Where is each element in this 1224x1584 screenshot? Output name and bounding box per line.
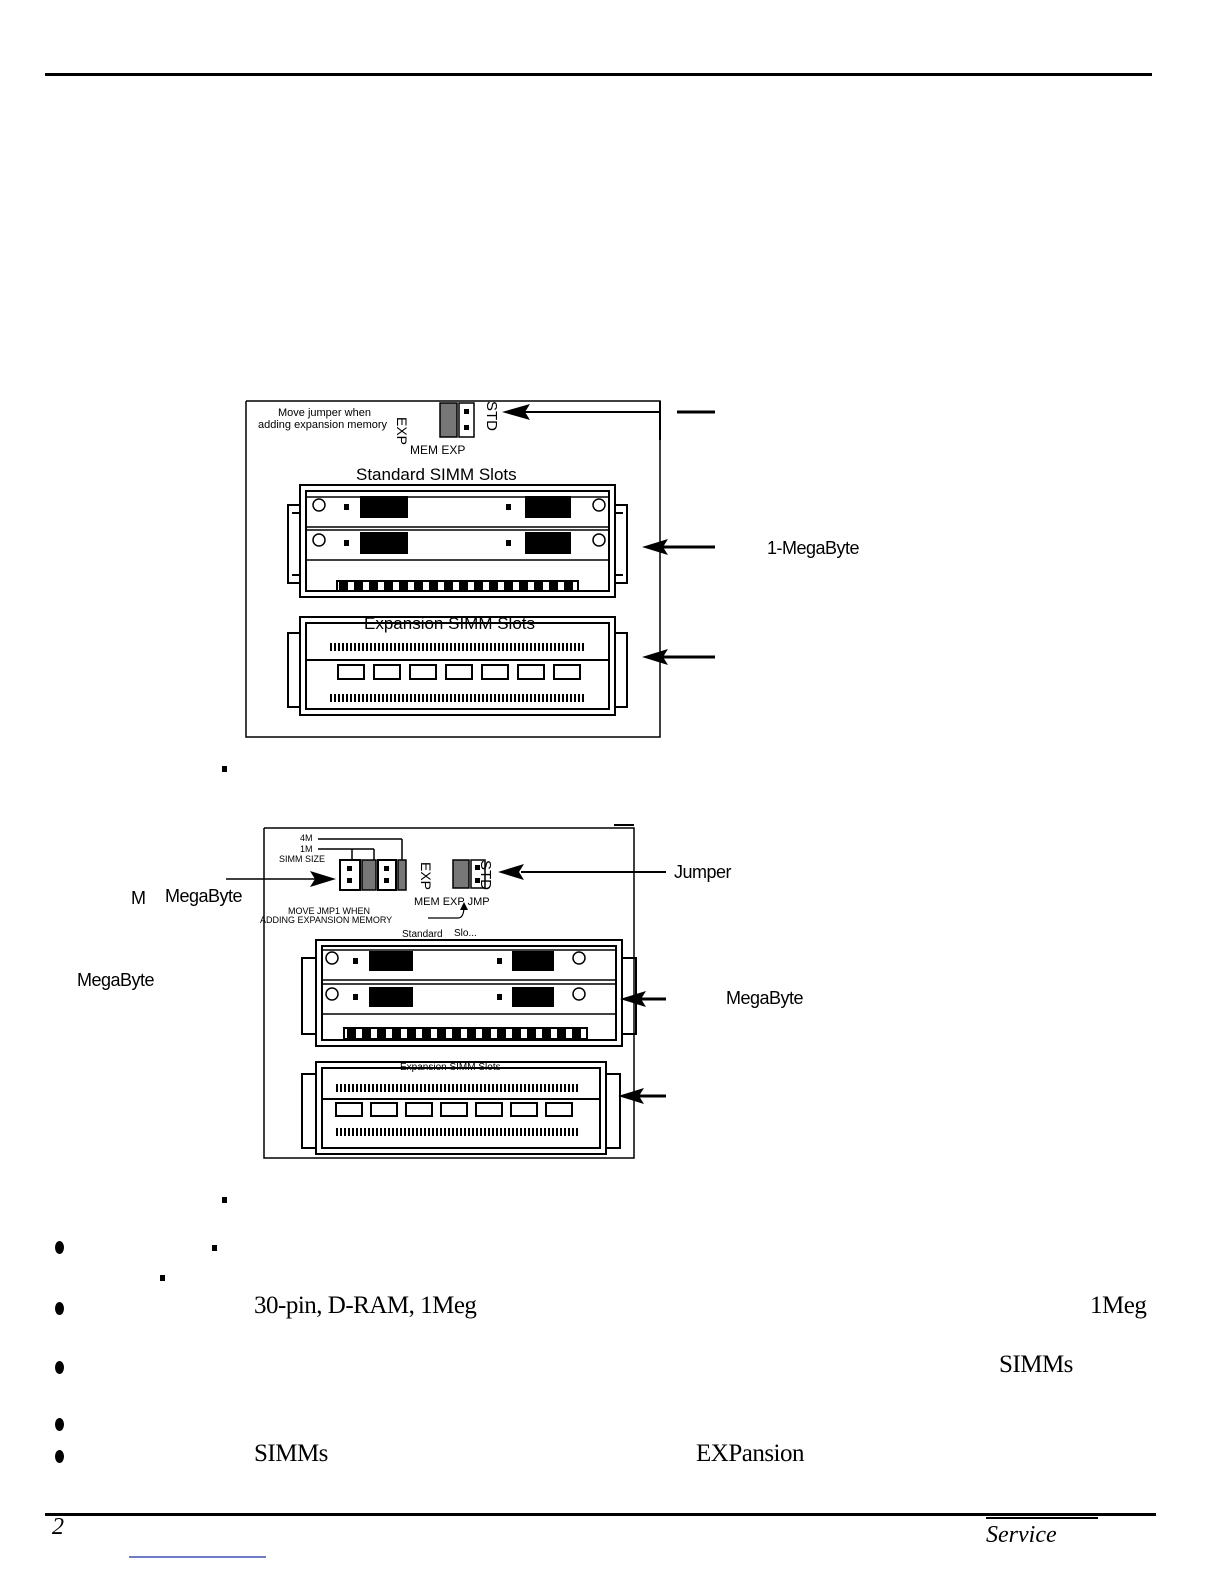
bullet-5-text: SIMMs — [254, 1440, 328, 1467]
footer-service: Service — [986, 1522, 1057, 1548]
jumper-note-line1: Move jumper when — [278, 407, 371, 419]
jumper-std-label-2: STD — [477, 860, 494, 890]
bullet-1-mark — [212, 1245, 217, 1251]
jumper-exp-label: EXP — [394, 417, 410, 446]
bullet-3 — [55, 1361, 64, 1374]
slots-label-2: Slo... — [454, 928, 477, 939]
bullet-1-mark-2 — [160, 1275, 165, 1281]
bullet-5-text-right: EXPansion — [696, 1440, 805, 1467]
jumper-exp-label-2: EXP — [418, 862, 434, 891]
bullet-5 — [55, 1450, 64, 1463]
footer-link-underline — [129, 1556, 266, 1558]
board-diagram-2 — [226, 824, 666, 1159]
bullet-2 — [55, 1302, 64, 1315]
service-overline — [986, 1517, 1098, 1519]
bullet-3-text: SIMMs — [999, 1351, 1073, 1378]
bullet-2-text-right: 1Meg — [1090, 1292, 1147, 1319]
move-jmp1-note-line1: MOVE JMP1 WHEN — [288, 906, 371, 916]
bullet-4 — [55, 1418, 64, 1431]
callout-m: M — [131, 888, 146, 908]
figure1-caption-mark — [222, 766, 227, 772]
callout-jumper: Jumper — [674, 862, 732, 882]
header-rule — [45, 73, 1152, 76]
callout-1-megabyte: 1-MegaByte — [767, 538, 860, 558]
size-4m-label: 4M — [300, 833, 313, 843]
jumper-note-line2: adding expansion memory — [258, 419, 388, 431]
callout-megabyte-left-2: MegaByte — [77, 970, 155, 990]
callout-megabyte-left: MegaByte — [165, 886, 243, 906]
mem-exp-jmp-label: MEM EXP JMP — [414, 896, 490, 908]
bullet-1 — [55, 1241, 64, 1254]
figure-standard-board: Move jumper when adding expansion memory… — [240, 395, 730, 740]
figure-expanded-board: 4M 1M SIMM SIZE EXP STD MOVE JMP1 WHEN A… — [226, 822, 746, 1162]
expansion-slots-label: Expansion SIMM Slots — [364, 614, 536, 633]
page-number: 2 — [52, 1514, 64, 1540]
standard-label-2: Standard — [402, 929, 443, 940]
bullet-2-text: 30-pin, D-RAM, 1Meg — [254, 1292, 477, 1319]
figure2-caption-mark — [222, 1197, 227, 1203]
callout-megabyte-right: MegaByte — [726, 988, 804, 1008]
standard-slots-label: Standard SIMM Slots — [356, 465, 517, 484]
move-jmp1-note-line2: ADDING EXPANSION MEMORY — [260, 915, 393, 925]
jumper-std-label: STD — [483, 401, 500, 431]
simm-size-label: SIMM SIZE — [279, 854, 326, 864]
footer-rule — [45, 1513, 1156, 1516]
expansion-slots-label-2: Expansion SIMM Slots — [400, 1062, 501, 1073]
mem-exp-label: MEM EXP — [410, 443, 466, 457]
board-diagram-1 — [245, 400, 715, 738]
size-1m-label: 1M — [300, 844, 313, 854]
